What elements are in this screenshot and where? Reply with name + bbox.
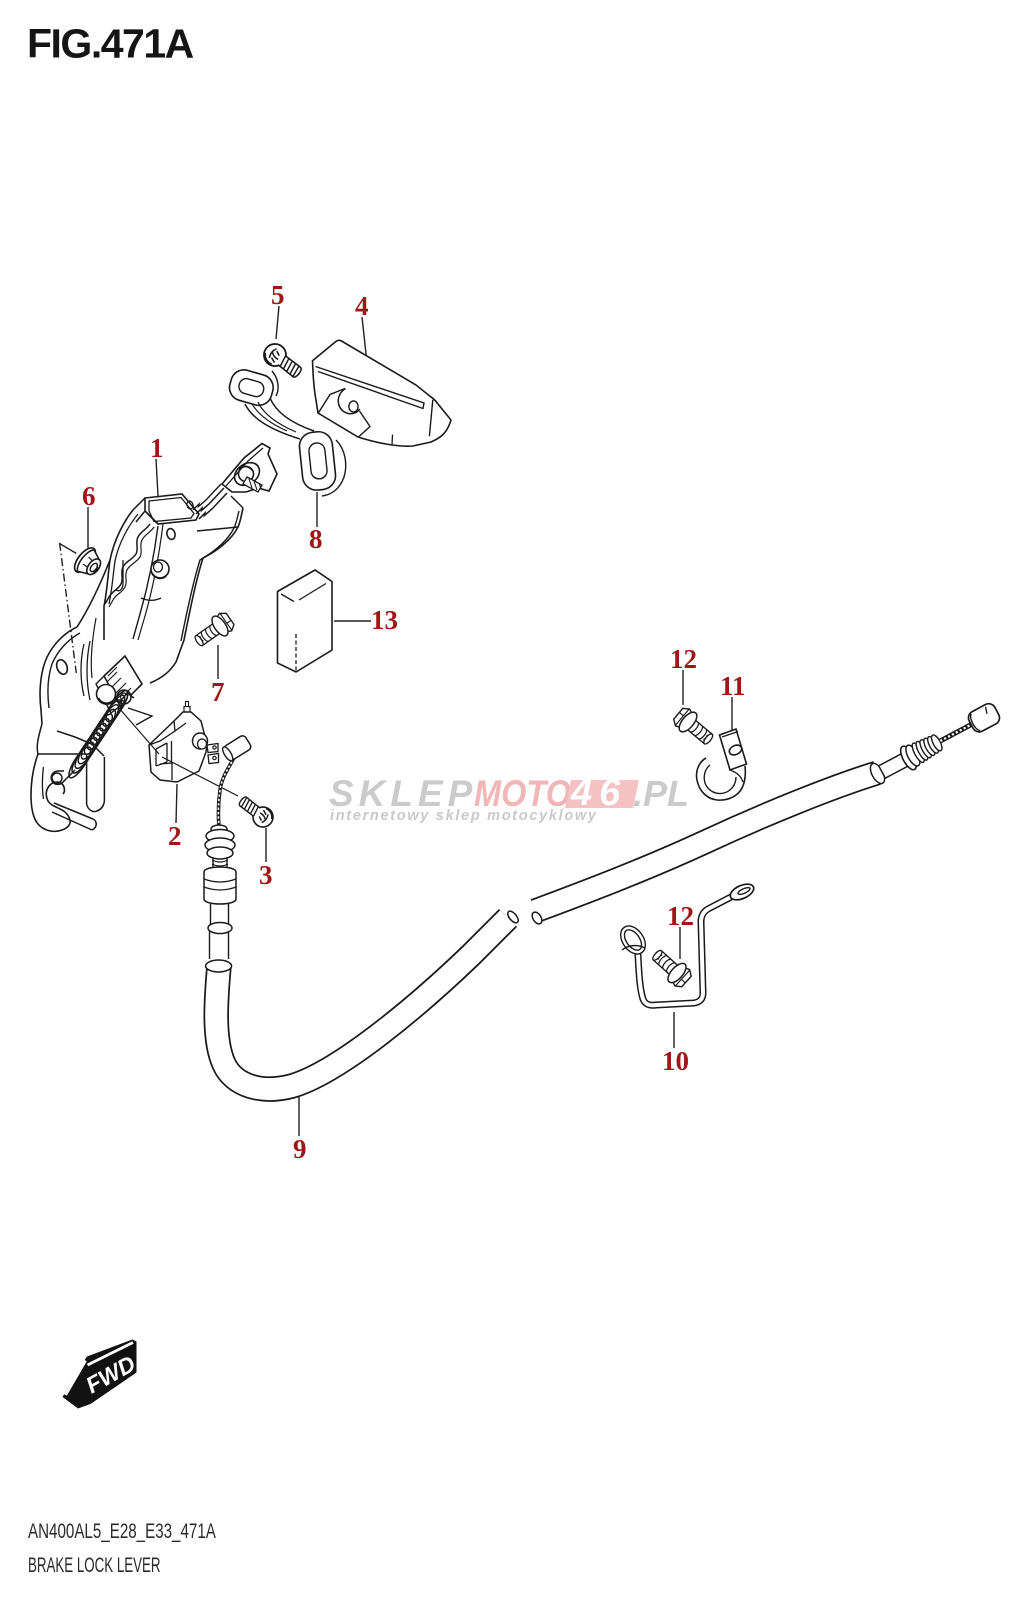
svg-text:3: 3	[259, 860, 273, 890]
svg-text:13: 13	[371, 605, 398, 635]
svg-text:4: 4	[355, 291, 369, 321]
svg-text:8: 8	[309, 524, 323, 554]
svg-text:FIG.471A: FIG.471A	[27, 21, 194, 67]
svg-text:12: 12	[667, 901, 694, 931]
svg-text:internetowy sklep motocyklowy: internetowy sklep motocyklowy	[330, 808, 598, 824]
svg-text:5: 5	[271, 280, 285, 310]
svg-text:9: 9	[293, 1134, 307, 1164]
svg-text:BRAKE LOCK LEVER: BRAKE LOCK LEVER	[28, 1553, 161, 1577]
svg-text:10: 10	[662, 1046, 689, 1076]
svg-text:1: 1	[150, 433, 164, 463]
svg-text:11: 11	[720, 671, 746, 701]
svg-text:AN400AL5_E28_E33_471A: AN400AL5_E28_E33_471A	[28, 1518, 216, 1543]
svg-text:2: 2	[168, 821, 182, 851]
svg-text:SKLEP: SKLEP	[329, 773, 477, 814]
svg-text:46: 46	[570, 772, 627, 814]
svg-text:MOTO: MOTO	[474, 773, 571, 814]
svg-text:12: 12	[670, 644, 697, 674]
svg-text:.PL: .PL	[633, 773, 689, 814]
svg-text:6: 6	[82, 481, 96, 511]
svg-text:7: 7	[211, 677, 225, 707]
